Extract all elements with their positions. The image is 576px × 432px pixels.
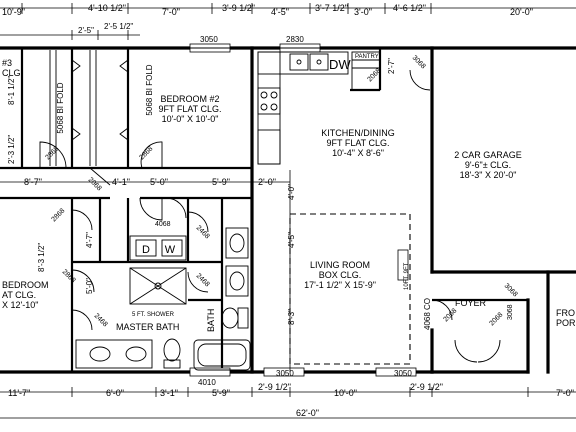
dryer-label: D <box>142 244 150 256</box>
dim-top-sec-1: 2'-5" <box>78 26 94 35</box>
bottom-dimension-string: 11'-7" 6'-0" 3'-1" 5'-9" 2'-9 1/2" 10'-0… <box>0 382 576 419</box>
dim-mid-3: 5'-0" <box>150 177 168 187</box>
garage-name: 2 CAR GARAGE <box>454 150 522 160</box>
door-label-14: 3068 <box>503 282 519 298</box>
dim-bottom-7: 2'-9 1/2" <box>410 382 443 392</box>
front-porch-line2: POR <box>556 318 576 328</box>
bedroom2-size: 10'-0" X 10'-0" <box>162 114 219 124</box>
door-label-12: 3068 <box>411 54 427 70</box>
window-label-1: 3050 <box>200 35 218 44</box>
living-size: 17'-1 1/2" X 15'-9" <box>304 280 376 290</box>
dim-top-4: 3'-9 1/2" <box>222 3 255 13</box>
bifold-label-left: 5068 BI FOLD <box>56 82 65 133</box>
vertical-dimensions: 4'-0" 4'-5" 8'-3" 8'-1 1/2" 8'-3 1/2" 2'… <box>7 58 396 325</box>
foyer-label: FOYER <box>455 298 487 308</box>
dim-mid-5: 2'-0" <box>258 177 276 187</box>
kitchen-size: 10'-4" X 8'-6" <box>332 148 384 158</box>
door-label-13: 2068 <box>442 307 458 323</box>
garage-door-label: 4068 CO <box>423 298 432 330</box>
window-label-3: 4010 <box>198 378 216 387</box>
bedroom2-name: BEDROOM #2 <box>160 94 219 104</box>
dim-top-8: 4'-6 1/2" <box>393 3 426 13</box>
master-bedroom-line3: X 12'-10" <box>2 300 38 310</box>
dim-overall: 62'-0" <box>296 408 319 418</box>
door-label-9: 2868 <box>61 268 77 284</box>
master-bath-label: MASTER BATH <box>116 322 179 332</box>
dim-v-9: 2'-7" <box>387 58 396 74</box>
dim-bottom-1: 11'-7" <box>8 388 30 398</box>
washer-label: W <box>165 244 176 256</box>
door-label-7: 2468 <box>195 224 211 240</box>
dim-mid-4: 5'-9" <box>212 177 230 187</box>
kitchen-ceiling: 9FT FLAT CLG. <box>326 138 389 148</box>
master-bedroom-line2: AT CLG. <box>2 290 36 300</box>
dim-v-5: 8'-3 1/2" <box>37 243 46 272</box>
middle-dimension-string: 8'-7" 4'-1" 5'-0" 5'-9" 2'-0" <box>0 170 291 372</box>
door-labels: 2868 2868 2068 2868 4068 2468 2468 2868 … <box>44 54 518 328</box>
bedroom3-line2: CLG. <box>2 68 23 78</box>
dim-v-6: 2'-3 1/2" <box>7 135 16 164</box>
ceiling-note: 10FT. 9FT <box>404 262 410 290</box>
dim-bottom-2: 6'-0" <box>106 388 124 398</box>
door-label-4: 2868 <box>50 207 66 223</box>
bifold-closets <box>49 50 129 166</box>
dim-bottom-3: 3'-1" <box>160 388 178 398</box>
pantry-label: PANTRY <box>355 54 379 60</box>
bath-fixtures <box>75 227 251 371</box>
dim-v-2: 4'-5" <box>287 232 296 248</box>
dim-v-7: 4'-7" <box>85 232 94 248</box>
door-swings <box>39 69 501 363</box>
dim-mid-2: 4'-1" <box>112 177 130 187</box>
room-labels: BEDROOM #2 9FT FLAT CLG. 10'-0" X 10'-0"… <box>2 58 576 332</box>
dim-top-1: 10'-9" <box>2 7 25 17</box>
shower-label: 5 FT. SHOWER <box>132 312 175 318</box>
window-label-5: 3050 <box>394 369 412 378</box>
bedroom3-line1: #3 <box>2 58 12 68</box>
dim-top-3: 7'-0" <box>162 7 180 17</box>
door-label-2: 2868 <box>138 145 154 161</box>
dim-bottom-6: 10'-0" <box>334 388 357 398</box>
master-bedroom-line1: BEDROOM <box>2 280 49 290</box>
dim-bottom-8: 7'-0" <box>556 388 574 398</box>
kitchen-name: KITCHEN/DINING <box>321 128 395 138</box>
interior-walls <box>0 48 528 372</box>
dim-v-3: 8'-3" <box>287 309 296 325</box>
living-ceiling: BOX CLG. <box>319 270 362 280</box>
garage-ceiling: 9'-6"± CLG. <box>465 160 511 170</box>
dishwasher-label: DW <box>329 57 351 72</box>
dim-top-6: 3'-7 1/2" <box>315 3 348 13</box>
door-label-3: 2068 <box>87 176 103 192</box>
window-label-4: 3050 <box>276 369 294 378</box>
front-porch-line1: FRO <box>556 308 575 318</box>
dim-top-5: 4'-5" <box>271 7 289 17</box>
door-label-10: 2468 <box>93 312 109 328</box>
kitchen-fixtures <box>257 51 381 165</box>
dim-bottom-5: 2'-9 1/2" <box>258 382 291 392</box>
dim-top-2: 4'-10 1/2" <box>88 3 126 13</box>
bath-label: BATH <box>206 309 216 332</box>
dim-top-7: 3'-0" <box>354 7 372 17</box>
bedroom2-ceiling: 9FT FLAT CLG. <box>158 104 221 114</box>
door-label-6: 4068 <box>155 221 171 228</box>
top-dimension-string: 10'-9" 4'-10 1/2" 7'-0" 3'-9 1/2" 4'-5" … <box>0 3 576 40</box>
dim-mid-1: 8'-7" <box>24 177 42 187</box>
door-label-8: 2468 <box>195 272 211 288</box>
bifold-label-right: 5068 BI FOLD <box>145 64 154 115</box>
dim-v-1: 4'-0" <box>287 184 296 200</box>
windows <box>189 43 417 377</box>
door-label-16: 3068 <box>507 304 514 320</box>
door-label-1: 2868 <box>44 145 60 161</box>
dim-v-8: 5'-0" <box>85 278 94 294</box>
door-label-15: 2068 <box>488 311 504 327</box>
dim-top-9: 20'-0" <box>510 7 533 17</box>
garage-size: 18'-3" X 20'-0" <box>460 170 517 180</box>
window-label-2: 2830 <box>286 35 304 44</box>
dim-v-4: 8'-1 1/2" <box>7 76 16 105</box>
dim-bottom-4: 5'-9" <box>212 388 230 398</box>
living-name: LIVING ROOM <box>310 260 370 270</box>
dim-top-sec-2: 2'-5 1/2" <box>104 22 133 31</box>
